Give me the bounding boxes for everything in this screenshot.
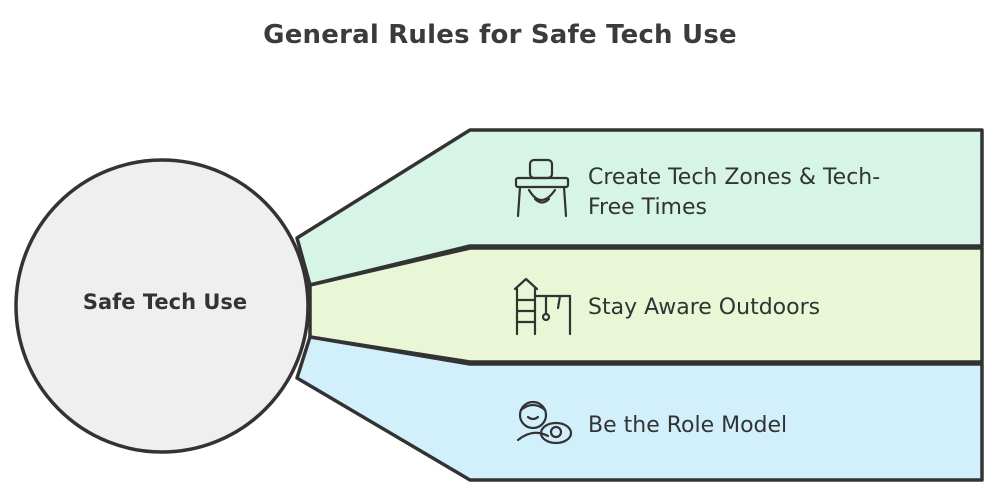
row-2-label: Stay Aware Outdoors xyxy=(588,295,821,320)
diagram-title: General Rules for Safe Tech Use xyxy=(263,20,737,50)
row-3-band xyxy=(295,335,984,482)
row-3-label: Be the Role Model xyxy=(588,413,788,438)
hub-label: Safe Tech Use xyxy=(82,290,248,314)
hub-circle xyxy=(14,158,310,454)
playground-icon xyxy=(513,277,572,336)
row-1-label: Create Tech Zones & Tech-Free Times xyxy=(588,165,881,220)
high-chair-icon xyxy=(514,158,570,218)
parent-baby-icon xyxy=(516,400,573,445)
